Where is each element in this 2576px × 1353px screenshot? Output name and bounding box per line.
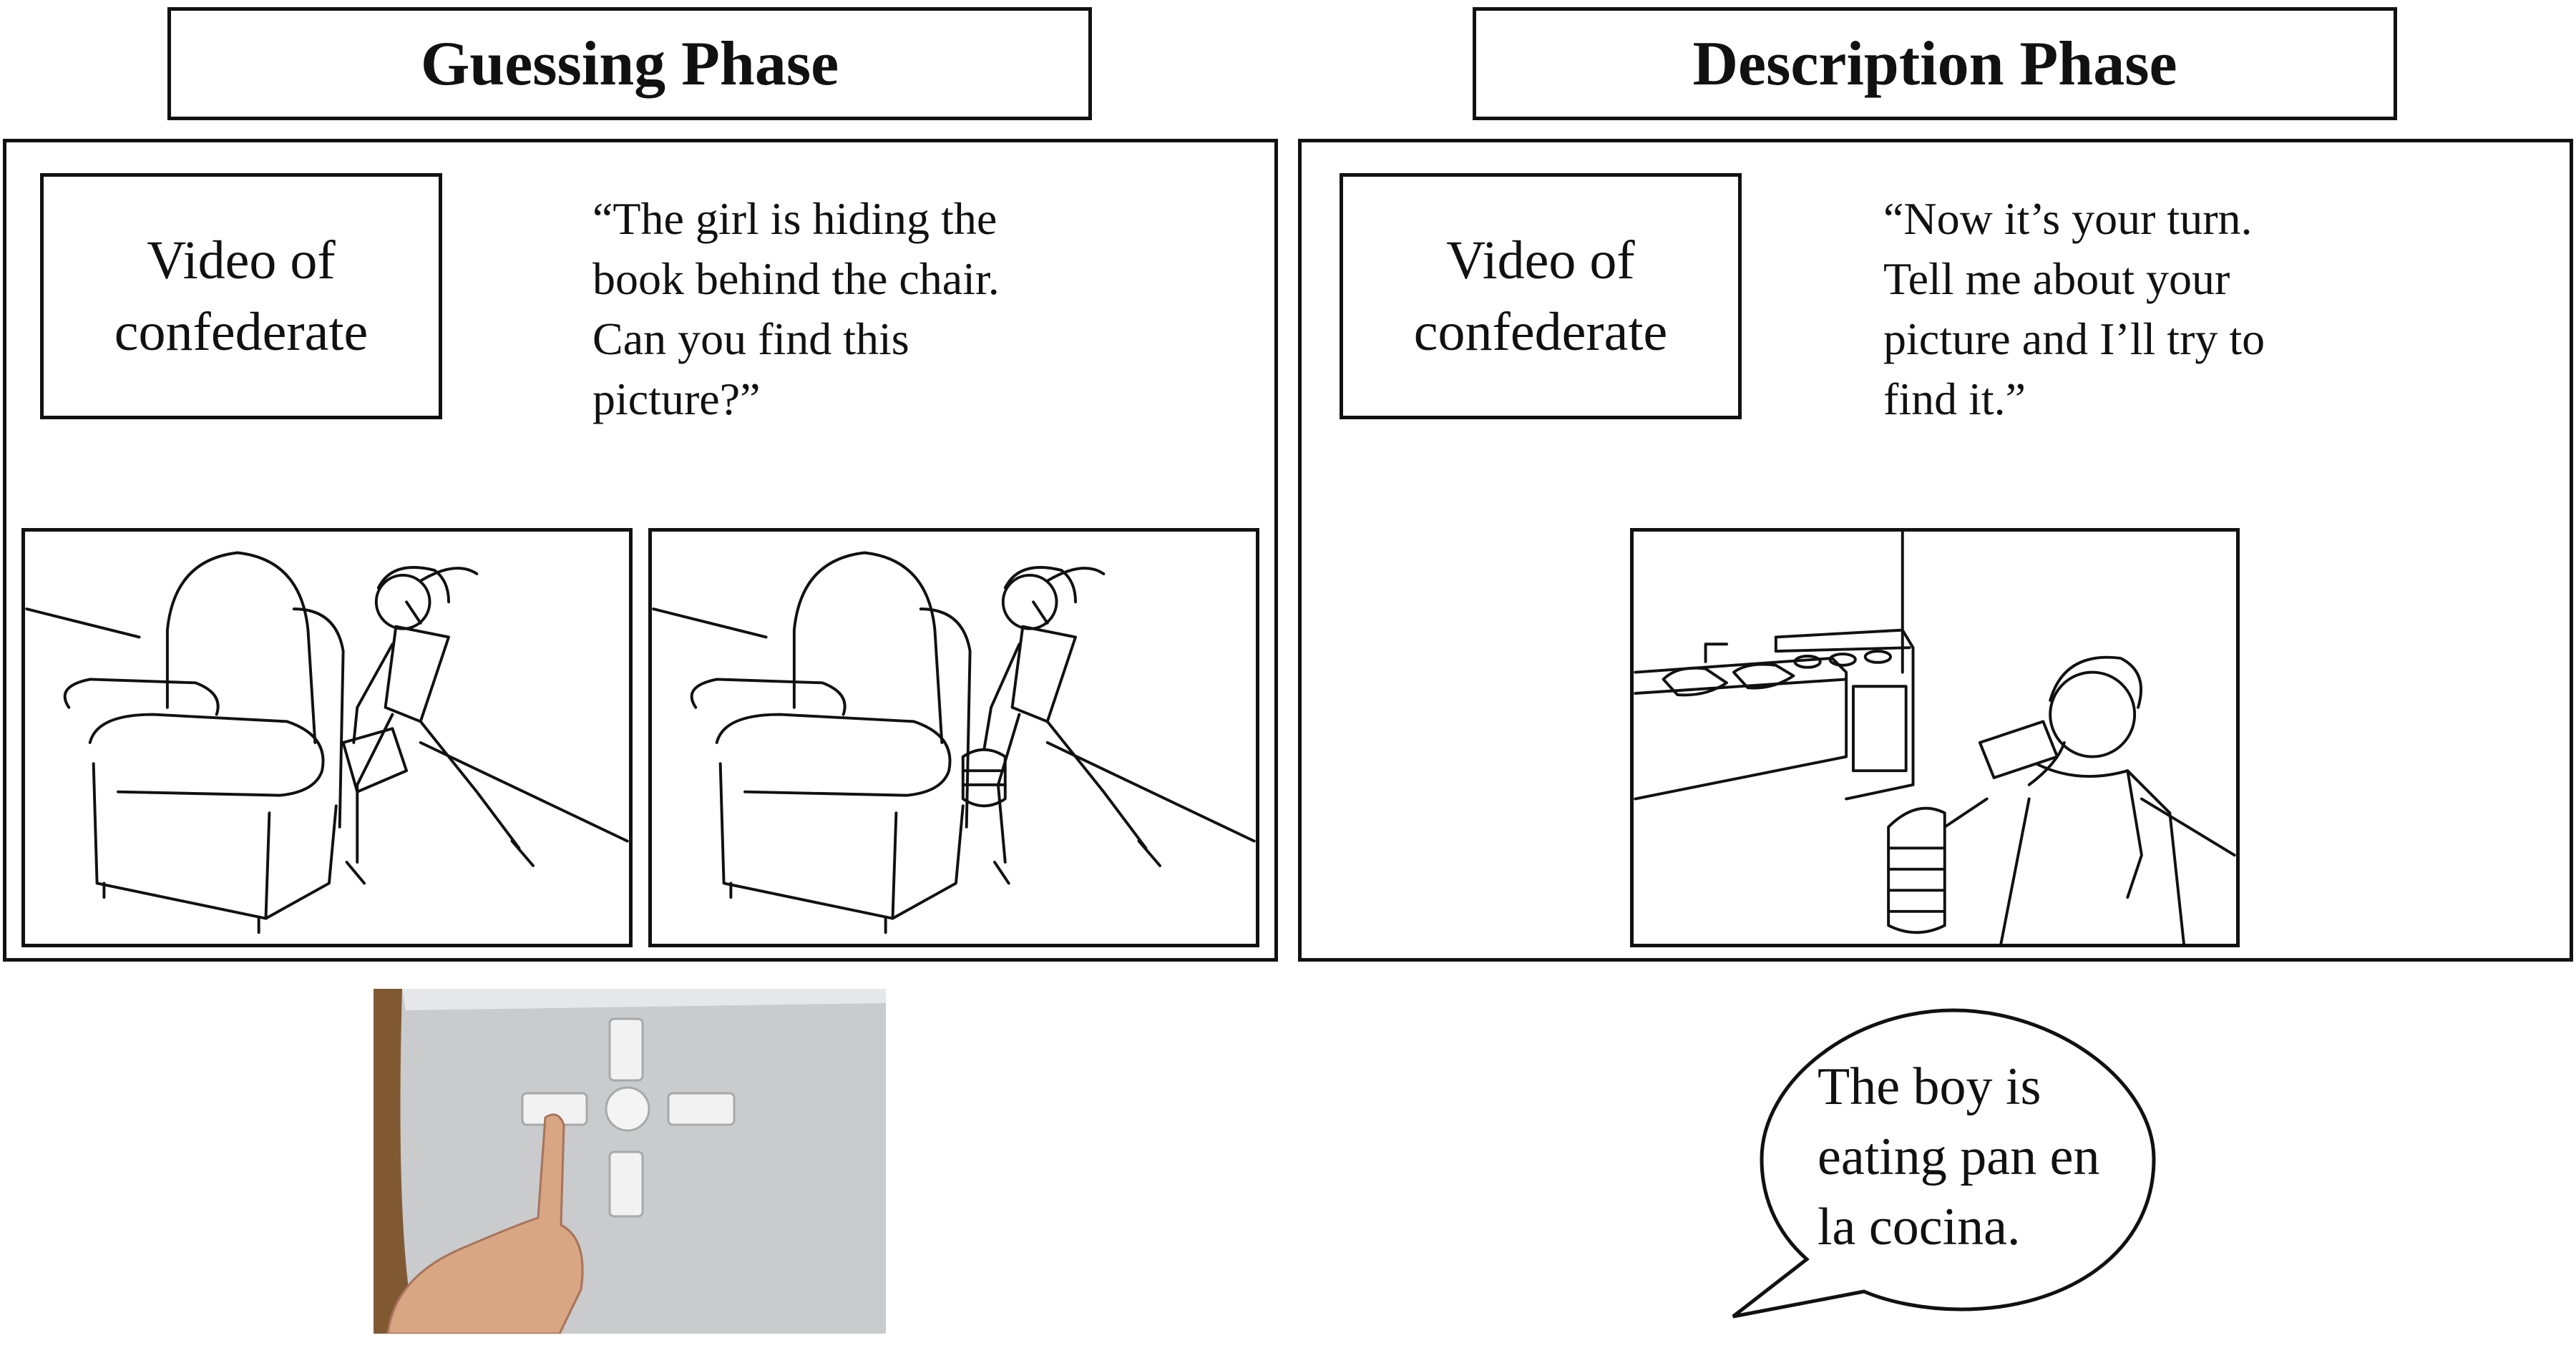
button-box-photo bbox=[374, 989, 886, 1334]
description-quote-line: picture and I’ll try to bbox=[1883, 313, 2265, 364]
picture-girl-holding-object[interactable] bbox=[648, 528, 1259, 947]
speech-line: The boy is bbox=[1818, 1058, 2041, 1116]
button-box-image bbox=[374, 989, 886, 1334]
description-video-box: Video of confederate bbox=[1340, 173, 1742, 419]
guessing-quote-line: book behind the chair. bbox=[592, 253, 1000, 304]
description-video-label-line2: confederate bbox=[1413, 302, 1668, 362]
guessing-quote-line: picture?” bbox=[592, 373, 761, 424]
guessing-quote-line: Can you find this bbox=[592, 313, 909, 364]
speech-bubble-shape bbox=[1732, 1008, 2156, 1319]
picture-boy-eating-kitchen[interactable] bbox=[1630, 528, 2240, 947]
girl-chair-alt-illustration bbox=[652, 551, 1256, 934]
description-quote-line: “Now it’s your turn. bbox=[1883, 193, 2253, 244]
description-video-label-line1: Video of bbox=[1446, 230, 1635, 290]
guessing-video-label-line1: Video of bbox=[147, 230, 336, 290]
speech-line: la cocina. bbox=[1818, 1198, 2021, 1256]
guessing-quote-line: “The girl is hiding the bbox=[592, 193, 997, 244]
speech-line: eating pan en bbox=[1818, 1128, 2100, 1186]
description-phase-title-text: Description Phase bbox=[1692, 29, 2177, 99]
boy-kitchen-illustration bbox=[1634, 532, 2236, 944]
speech-bubble-text: The boy is eating pan en la cocina. bbox=[1818, 1052, 2132, 1262]
description-phase-title: Description Phase bbox=[1473, 7, 2397, 120]
picture-girl-hiding-book[interactable] bbox=[21, 528, 633, 947]
guessing-phase-title: Guessing Phase bbox=[167, 7, 1092, 120]
girl-chair-illustration bbox=[25, 551, 629, 934]
guessing-video-label-line2: confederate bbox=[114, 302, 369, 362]
description-quote-line: find it.” bbox=[1883, 373, 2026, 424]
speech-bubble: The boy is eating pan en la cocina. bbox=[1717, 1002, 2175, 1338]
description-quote: “Now it’s your turn. Tell me about your … bbox=[1883, 189, 2441, 429]
guessing-phase-title-text: Guessing Phase bbox=[420, 29, 839, 99]
guessing-quote: “The girl is hiding the book behind the … bbox=[592, 189, 1136, 429]
guessing-video-box: Video of confederate bbox=[40, 173, 442, 419]
description-quote-line: Tell me about your bbox=[1883, 253, 2230, 304]
